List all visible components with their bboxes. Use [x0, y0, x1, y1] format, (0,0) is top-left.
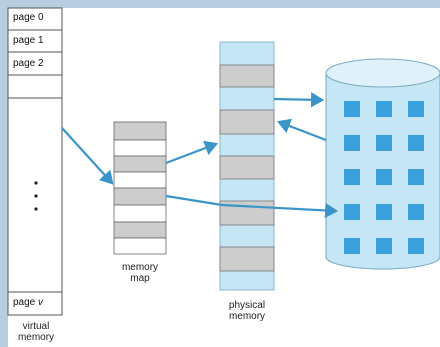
map-entry-empty — [113, 171, 167, 189]
vm-last-page-label: page v — [13, 297, 63, 308]
physical-memory — [219, 41, 275, 291]
vm-page-label: page 1 — [13, 35, 44, 46]
physical-memory-label-line2: memory — [228, 311, 266, 322]
disk-block — [344, 238, 360, 254]
vm-last-page-var: v — [38, 297, 44, 308]
virtual-memory-label-line1: virtual — [22, 321, 50, 332]
memory-map-label-line1: memory — [121, 262, 159, 273]
arrow-physical-to-disk — [273, 92, 325, 108]
disk-blocks — [344, 101, 424, 254]
virtual-memory-label: virtual memory — [6, 321, 66, 343]
disk-block — [408, 169, 424, 185]
disk-block — [376, 135, 392, 151]
disk-block — [376, 204, 392, 220]
vm-last-page-prefix: page — [13, 297, 39, 308]
arrow-map-to-physical — [165, 140, 219, 165]
ellipsis-dot — [34, 181, 38, 185]
disk-block — [376, 169, 392, 185]
vm-page-label: page 2 — [13, 58, 44, 69]
virtual-memory — [7, 7, 63, 316]
disk-block — [376, 101, 392, 117]
virtual-memory-label-line2: memory — [17, 332, 55, 343]
map-entry-filled — [113, 155, 167, 173]
physical-memory-label: physical memory — [213, 300, 281, 322]
page-frame — [219, 246, 275, 272]
memory-map-label: memory map — [110, 262, 170, 284]
map-entry-empty — [113, 204, 167, 223]
arrow-vm-to-map — [61, 127, 114, 185]
disk-block — [376, 238, 392, 254]
disk-block — [344, 204, 360, 220]
disk-block — [408, 238, 424, 254]
arrow-disk-to-physical — [276, 118, 327, 142]
disk-cylinder-icon — [325, 58, 440, 270]
map-entry-empty — [113, 139, 167, 157]
memory-map — [113, 121, 167, 255]
vm-ellipsis — [34, 181, 38, 211]
vm-page-label: page 0 — [13, 12, 44, 23]
ellipsis-dot — [34, 194, 38, 198]
arrows — [61, 92, 339, 219]
page-frame — [219, 155, 275, 180]
disk-block — [408, 101, 424, 117]
disk-top — [325, 58, 440, 88]
disk-block — [344, 101, 360, 117]
map-entry-empty — [113, 237, 167, 255]
disk-block — [344, 135, 360, 151]
map-entry-filled — [113, 121, 167, 141]
map-entry-filled — [113, 221, 167, 239]
page-frame — [219, 109, 275, 135]
disk-block — [408, 135, 424, 151]
disk-block — [408, 204, 424, 220]
page-frame — [219, 64, 275, 88]
virtual-memory-box — [7, 7, 63, 316]
ellipsis-dot — [34, 207, 38, 211]
map-entry-filled — [113, 187, 167, 206]
arrow-map-to-disk — [165, 194, 339, 219]
disk-block — [344, 169, 360, 185]
physical-memory-label-line1: physical — [228, 300, 266, 311]
memory-map-label-line2: map — [130, 273, 150, 284]
